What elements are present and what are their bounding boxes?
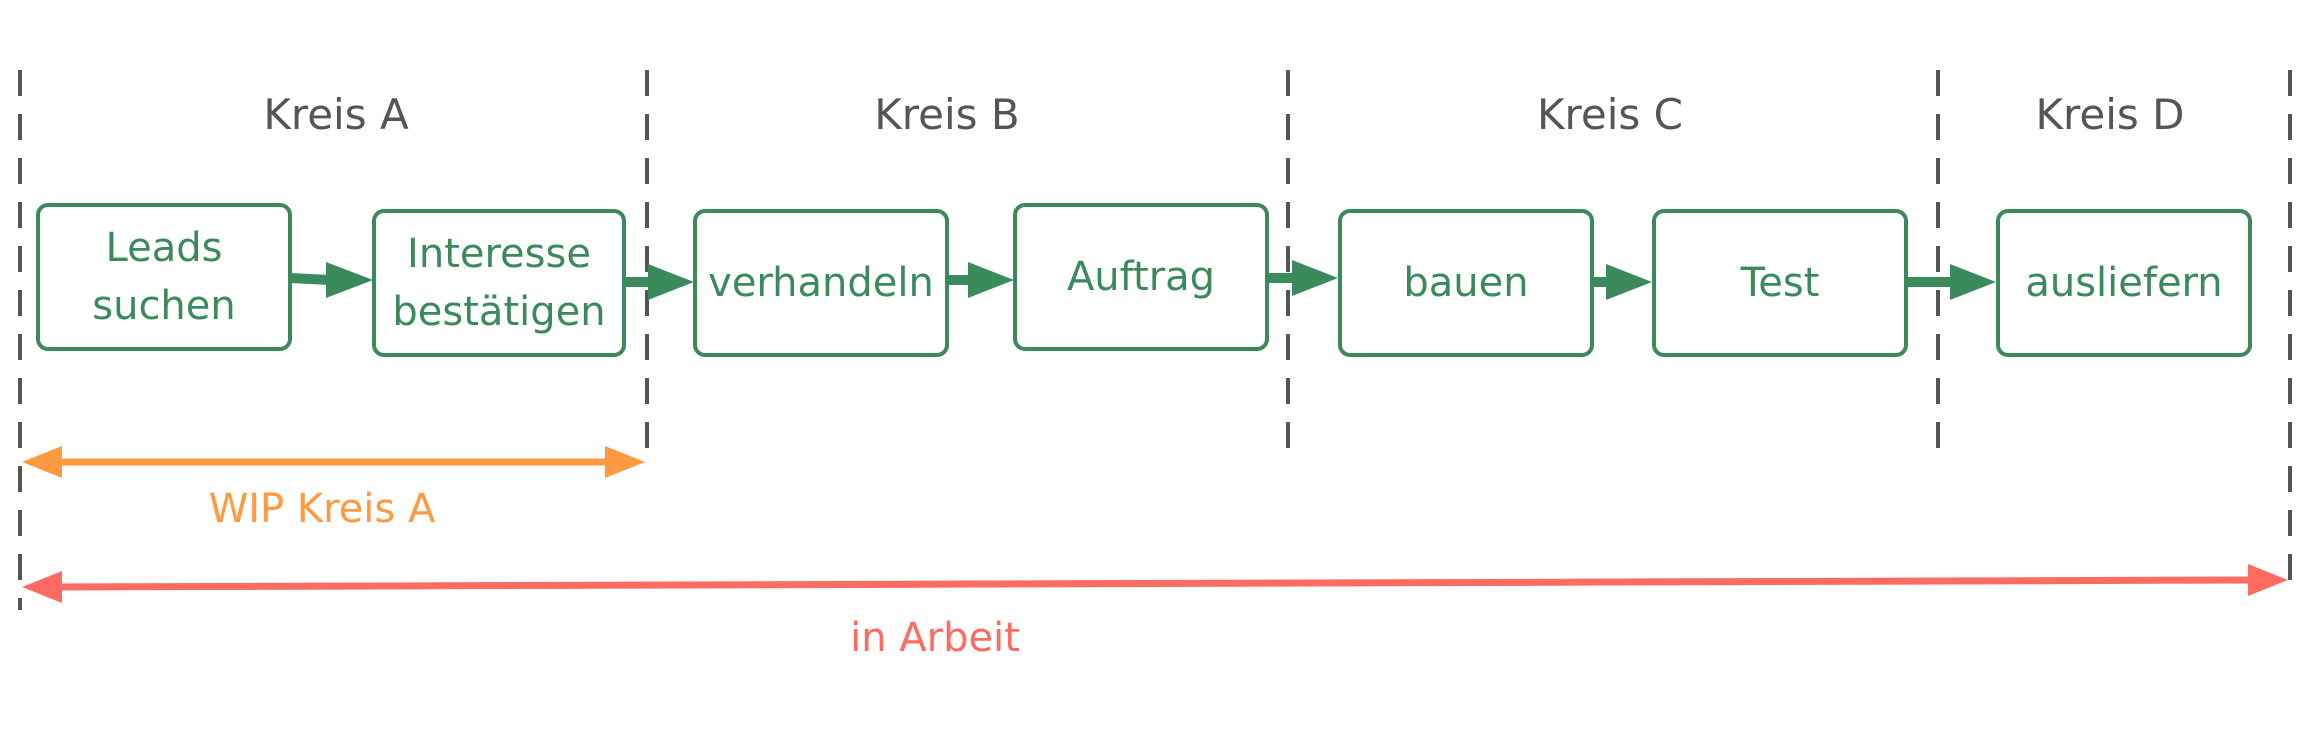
- in-progress-span-label: in Arbeit: [850, 615, 1020, 661]
- step-label: bauen: [1403, 260, 1529, 306]
- circle-title-b: Kreis B: [874, 90, 1020, 139]
- step-auftrag: Auftrag: [1013, 203, 1269, 351]
- flow-arrow-5: [1592, 264, 1652, 300]
- flow-arrow-1: [289, 262, 373, 298]
- flow-arrow-6: [1906, 264, 1996, 300]
- step-label: Interesse bestätigen: [392, 231, 606, 335]
- in-progress-span-arrow: [22, 564, 2288, 603]
- circle-title-c: Kreis C: [1537, 90, 1683, 139]
- flow-arrow-2: [622, 264, 694, 300]
- step-test: Test: [1652, 209, 1908, 357]
- step-label: Test: [1740, 260, 1820, 306]
- step-bauen: bauen: [1338, 209, 1594, 357]
- step-label: Auftrag: [1066, 254, 1216, 300]
- step-verhandeln: verhandeln: [693, 209, 949, 357]
- step-interesse-bestaetigen: Interesse bestätigen: [372, 209, 626, 357]
- step-label: ausliefern: [2025, 260, 2223, 306]
- circle-title-a: Kreis A: [263, 90, 409, 139]
- wip-span-arrow: [22, 446, 645, 478]
- wip-span-label: WIP Kreis A: [208, 486, 436, 532]
- step-leads-suchen: Leads suchen: [36, 203, 292, 351]
- step-ausliefern: ausliefern: [1996, 209, 2252, 357]
- step-label: verhandeln: [708, 260, 934, 306]
- step-label: Leads suchen: [92, 225, 236, 329]
- flow-arrow-3: [945, 262, 1014, 298]
- flow-arrow-4: [1266, 260, 1338, 296]
- circle-title-d: Kreis D: [2035, 90, 2185, 139]
